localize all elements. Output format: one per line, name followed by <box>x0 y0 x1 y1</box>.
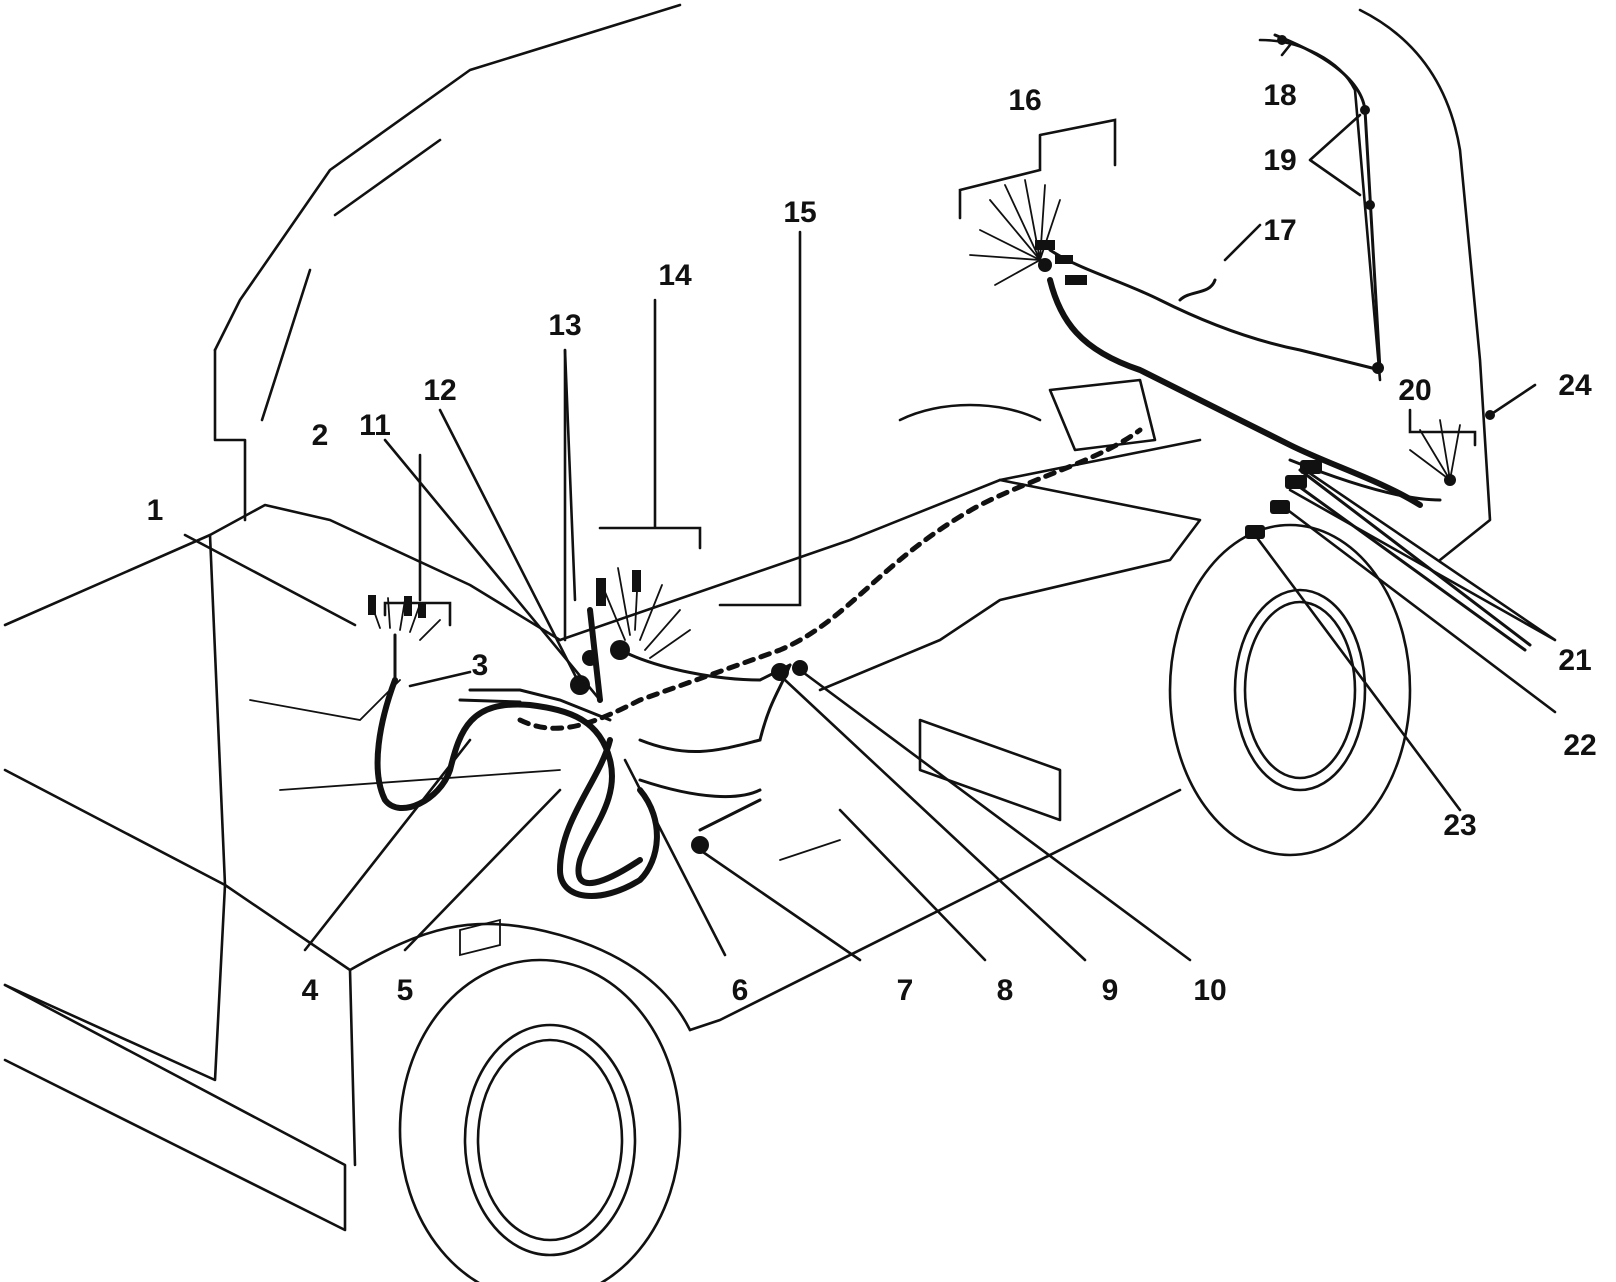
callout-12: 12 <box>423 374 456 407</box>
callout-14: 14 <box>658 259 692 292</box>
connector-cluster-20 <box>1409 419 1461 486</box>
wiring-harness <box>374 33 1532 899</box>
connector-cluster-14 <box>582 567 691 666</box>
callout-leaders <box>183 43 1557 962</box>
callout-22: 22 <box>1563 729 1596 762</box>
callout-21: 21 <box>1558 644 1591 677</box>
connector-cluster-16 <box>969 179 1087 286</box>
callout-7: 7 <box>897 974 914 1007</box>
callout-18: 18 <box>1263 79 1296 112</box>
callout-20: 20 <box>1398 374 1431 407</box>
callout-3: 3 <box>472 649 489 682</box>
callout-labels: 1 2 3 4 5 6 7 8 9 10 11 12 13 14 15 16 1… <box>147 79 1597 1007</box>
callout-4: 4 <box>302 974 319 1007</box>
callout-1: 1 <box>147 494 164 527</box>
callout-2: 2 <box>312 419 329 452</box>
callout-19: 19 <box>1263 144 1296 177</box>
callout-6: 6 <box>732 974 749 1007</box>
callout-23: 23 <box>1443 809 1476 842</box>
callout-8: 8 <box>997 974 1014 1007</box>
callout-15: 15 <box>783 196 816 229</box>
connector-cluster-2 <box>368 595 441 682</box>
callout-5: 5 <box>397 974 414 1007</box>
callout-24: 24 <box>1558 369 1592 402</box>
callout-13: 13 <box>548 309 581 342</box>
vehicle-body-outline <box>3 3 1492 1282</box>
small-connectors <box>570 35 1495 854</box>
callout-10: 10 <box>1193 974 1226 1007</box>
callout-11: 11 <box>359 409 391 442</box>
callout-16: 16 <box>1008 84 1041 117</box>
callout-9: 9 <box>1102 974 1119 1007</box>
callout-17: 17 <box>1263 214 1296 247</box>
